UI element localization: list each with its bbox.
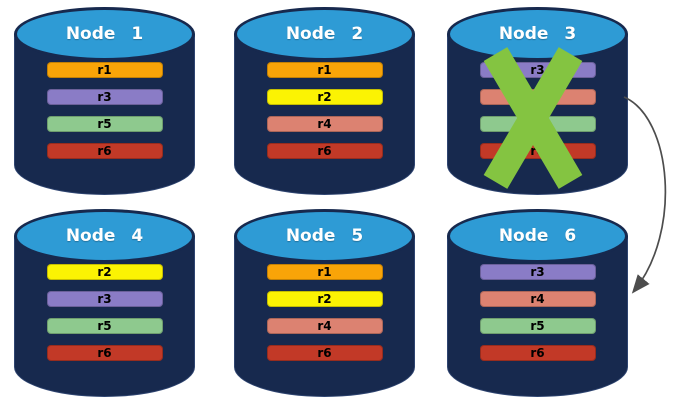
curved-arrow-line [623, 96, 667, 294]
replica-r2: r2 [266, 89, 383, 105]
replica-r4: r4 [266, 318, 383, 334]
db-node-4: Node 4 r2 r3 r5 r6 [14, 209, 195, 399]
replica-r5: r5 [46, 116, 163, 132]
replica-r2: r2 [266, 291, 383, 307]
node-title: Node 1 [65, 24, 144, 44]
replica-list: r1 r3 r5 r6 [14, 62, 195, 159]
replica-r6: r6 [266, 143, 383, 159]
db-node-2: Node 2 r1 r2 r4 r6 [234, 7, 415, 197]
replica-r2: r2 [46, 264, 163, 280]
db-node-6: Node 6 r3 r4 r5 r6 [447, 209, 628, 399]
replica-list: r3 r4 r5 r6 [447, 264, 628, 361]
node-title: Node 6 [498, 226, 577, 246]
db-node-1: Node 1 r1 r3 r5 r6 [14, 7, 195, 197]
replica-r1: r1 [266, 62, 383, 78]
replica-list: r1 r2 r4 r6 [234, 264, 415, 361]
replica-r4: r4 [479, 291, 596, 307]
replica-r3: r3 [46, 89, 163, 105]
failure-x-icon [483, 47, 583, 189]
replica-r3: r3 [479, 264, 596, 280]
cylinder-top: Node 2 [234, 7, 415, 61]
replica-list: r2 r3 r5 r6 [14, 264, 195, 361]
cylinder-top: Node 6 [447, 209, 628, 263]
replica-r6: r6 [46, 143, 163, 159]
replica-list: r1 r2 r4 r6 [234, 62, 415, 159]
node-title: Node 3 [498, 24, 577, 44]
replica-r5: r5 [479, 318, 596, 334]
replica-r4: r4 [266, 116, 383, 132]
replica-r6: r6 [46, 345, 163, 361]
cylinder-top: Node 4 [14, 209, 195, 263]
node-title: Node 5 [285, 226, 364, 246]
cylinder-top: Node 1 [14, 7, 195, 61]
cylinder-top: Node 5 [234, 209, 415, 263]
replica-r5: r5 [46, 318, 163, 334]
db-node-5: Node 5 r1 r2 r4 r6 [234, 209, 415, 399]
replica-r6: r6 [266, 345, 383, 361]
cylinder-top: Node 3 [447, 7, 628, 61]
node-title: Node 2 [285, 24, 364, 44]
replica-r1: r1 [266, 264, 383, 280]
replica-r3: r3 [46, 291, 163, 307]
replica-r6: r6 [479, 345, 596, 361]
node-title: Node 4 [65, 226, 144, 246]
replica-r1: r1 [46, 62, 163, 78]
